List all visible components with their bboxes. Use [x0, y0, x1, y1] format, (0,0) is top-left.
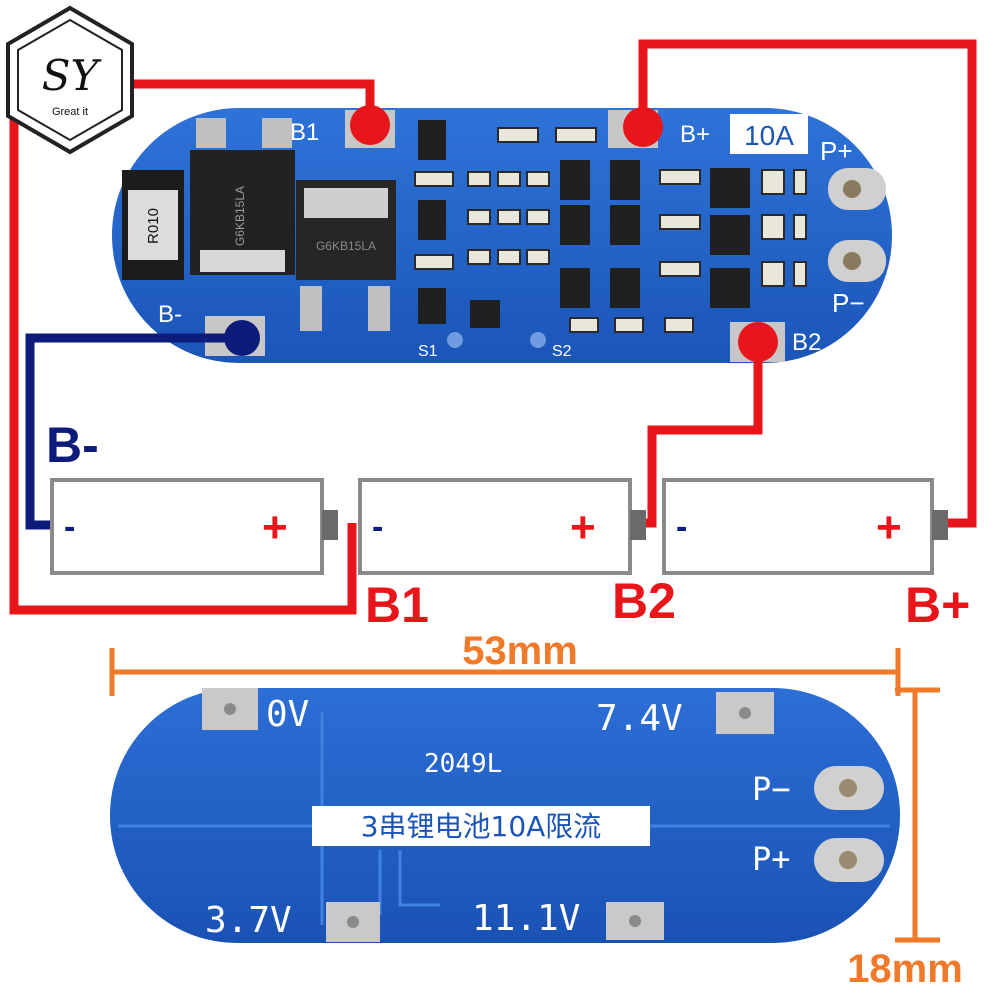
cell-3: - +: [662, 478, 948, 575]
dimension-width-label: 53mm: [462, 629, 578, 673]
wiring-label-b-plus: B+: [905, 577, 970, 633]
cell-3-plus: +: [876, 503, 902, 552]
wiring-label-b-minus: B-: [46, 417, 99, 473]
pcb-label-p-minus: P−: [832, 288, 865, 318]
wire-b-plus: [638, 39, 977, 528]
switch-label-s2: S2: [552, 343, 572, 360]
cell-2-minus: -: [372, 508, 383, 546]
dimension-height-label: 18mm: [847, 947, 963, 991]
current-sense-resistor: R010: [122, 170, 184, 280]
top-board: R010 G6KB15LA G6KB15LA: [112, 108, 892, 363]
solder-dot-b2: [738, 322, 778, 362]
wiring-label-b2: B2: [612, 573, 676, 629]
solder-dot-b1: [350, 105, 390, 145]
solder-dot-b-minus: [224, 320, 260, 356]
description-text: 3串锂电池10A限流: [361, 810, 602, 843]
mosfet-2: G6KB15LA: [296, 180, 396, 331]
bottom-label-11v1: 11.1V: [472, 898, 580, 939]
pcb-label-b-plus: B+: [680, 121, 710, 148]
bottom-label-0v: 0V: [266, 694, 309, 735]
smd-component-field: [418, 120, 750, 328]
wire-b-minus: [25, 333, 242, 530]
pcb-label-b2: B2: [792, 329, 821, 356]
brand-logo: SY Great it: [6, 5, 134, 155]
pcb-label-p-plus: P+: [820, 136, 853, 166]
bottom-label-p-minus: P−: [752, 770, 791, 808]
logo-tagline: Great it: [52, 106, 88, 118]
bottom-label-p-plus: P+: [752, 840, 791, 878]
solder-dot-b-plus: [623, 107, 663, 147]
wiring: [9, 39, 977, 615]
cell-1: - +: [50, 478, 338, 575]
cell-1-plus: +: [262, 503, 288, 552]
cell-3-minus: -: [676, 508, 687, 546]
pcb-label-b-minus: B-: [158, 301, 182, 328]
smd-passives: [414, 127, 807, 333]
mosfet-1: G6KB15LA: [190, 118, 295, 275]
description-box: [312, 806, 650, 846]
current-rating-label: 10A: [744, 120, 794, 151]
logo-letters: SY: [42, 51, 103, 100]
resistor-code: R010: [145, 208, 162, 244]
cell-1-minus: -: [64, 508, 75, 546]
batch-code: 2049L: [424, 749, 502, 779]
pcb-label-b1: B1: [290, 119, 319, 146]
cell-2: - +: [358, 478, 646, 575]
wire-b2: [640, 340, 763, 528]
switch-label-s1: S1: [418, 343, 438, 360]
wiring-label-b1: B1: [365, 577, 429, 633]
bottom-board: 0V 7.4V 3.7V 11.1V P− P+ 2049L 3串锂电池10A限…: [110, 688, 900, 943]
cell-2-plus: +: [570, 503, 596, 552]
switch-pad-s1: [447, 332, 463, 348]
dimension-height: [895, 687, 940, 943]
bottom-label-3v7: 3.7V: [205, 900, 292, 941]
switch-pad-s2: [530, 332, 546, 348]
wire-b1: [9, 79, 375, 615]
mosfet-marking-2: G6KB15LA: [316, 239, 376, 253]
current-rating-box: 10A: [730, 114, 808, 154]
bottom-label-7v4: 7.4V: [596, 698, 683, 739]
mosfet-marking-1: G6KB15LA: [233, 186, 247, 246]
